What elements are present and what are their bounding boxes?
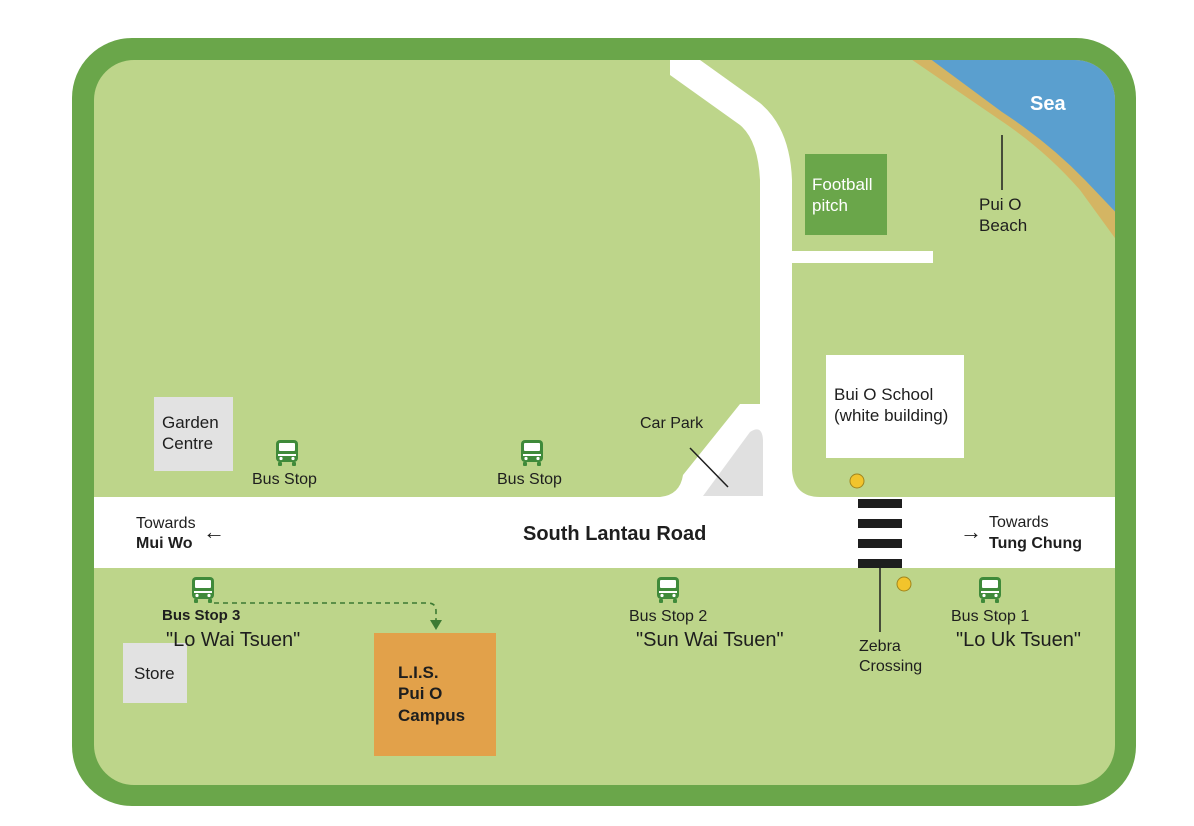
walking-route-arrowhead <box>430 620 442 630</box>
campus-label-line1: L.I.S. <box>398 663 439 682</box>
school-label-line1: Bui O School <box>834 385 934 404</box>
tung-chung-label: Tung Chung <box>989 535 1082 552</box>
sea-label: Sea <box>1030 93 1066 115</box>
campus-label: L.I.S. Pui O Campus <box>398 662 465 726</box>
zebra-label-line1: Zebra <box>859 638 901 655</box>
zebra-crossing-label: Zebra Crossing <box>859 637 922 677</box>
campus-label-line3: Campus <box>398 705 466 725</box>
towards-left-label: Towards <box>136 515 196 532</box>
football-label-line1: Football <box>812 175 873 194</box>
car-park-pointer-line <box>689 447 729 488</box>
lis-campus <box>374 633 496 756</box>
sea-area <box>925 60 1115 222</box>
zebra-label-line2: Crossing <box>859 658 923 675</box>
crossing-dot-bottom <box>896 576 912 592</box>
crossing-dot-top <box>849 473 865 489</box>
bus-stop-2-name: "Sun Wai Tsuen" <box>636 629 784 651</box>
car-park-label: Car Park <box>640 415 704 432</box>
football-label-line2: pitch <box>812 196 848 216</box>
bus-stop-1-name: "Lo Uk Tsuen" <box>956 629 1082 651</box>
store-label: Store <box>134 664 175 683</box>
towards-right-label: Towards <box>989 514 1049 531</box>
football-label: Football pitch <box>812 174 872 217</box>
car-park-area <box>703 429 763 496</box>
garden-label-line1: Garden <box>162 413 219 432</box>
store <box>123 643 187 703</box>
beach-label-line1: Pui O <box>979 195 1022 214</box>
football-pitch <box>805 154 887 235</box>
bus-stop-3-title: Bus Stop 3 <box>162 607 241 624</box>
bui-o-school <box>826 355 964 458</box>
beach-label-line2: Beach <box>979 216 1028 236</box>
arrow-left-icon: ← <box>203 519 225 544</box>
walking-route <box>214 602 437 624</box>
vertical-road <box>670 60 820 497</box>
garden-centre <box>154 397 233 471</box>
garden-label-line2: Centre <box>162 434 214 454</box>
school-label-line2: (white building) <box>834 406 949 426</box>
mui-wo-label: Mui Wo <box>136 535 193 552</box>
bus-stop-3-name: "Lo Wai Tsuen" <box>166 629 301 651</box>
campus-label-line2: Pui O <box>398 684 443 704</box>
arrow-right-icon: → <box>960 519 982 544</box>
bus-stop-1-title: Bus Stop 1 <box>951 608 1030 625</box>
south-lantau-road <box>94 497 1115 568</box>
school-label: Bui O School (white building) <box>834 384 948 427</box>
bus-stop-2-title: Bus Stop 2 <box>629 608 708 625</box>
beach-label: Pui O Beach <box>979 194 1027 237</box>
side-road <box>792 251 933 263</box>
bus-stop-label-b: Bus Stop <box>497 471 562 488</box>
road-label: South Lantau Road <box>523 523 707 545</box>
garden-centre-label: Garden Centre <box>162 412 219 455</box>
zebra-crossing <box>858 499 902 568</box>
bus-stop-label-a: Bus Stop <box>252 471 317 488</box>
